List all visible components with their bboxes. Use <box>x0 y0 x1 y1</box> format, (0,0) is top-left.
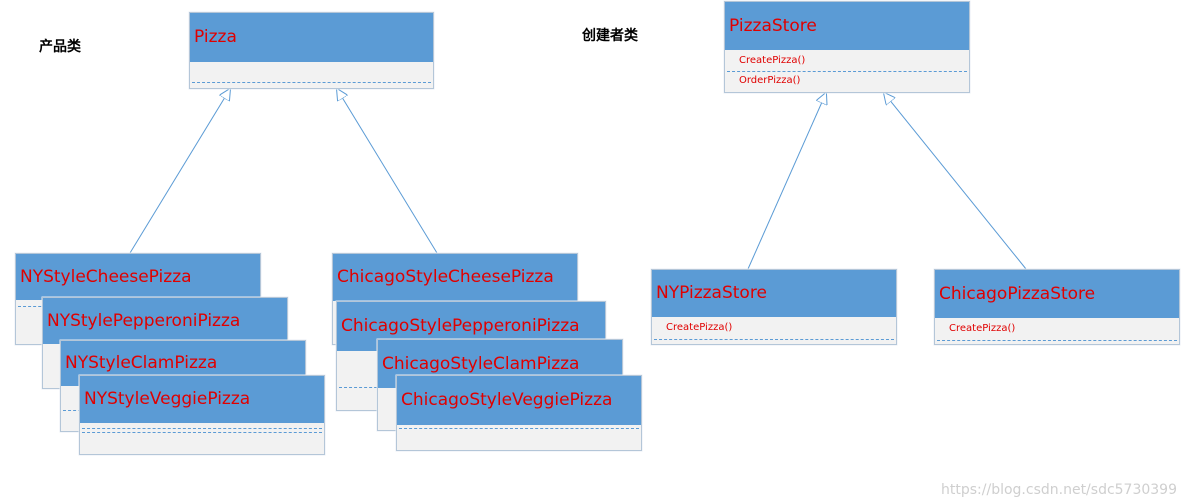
class-ny-pizza-store[interactable]: NYPizzaStore CreatePizza() <box>651 269 897 345</box>
class-ny-veggie-pizza[interactable]: NYStyleVeggiePizza <box>79 375 325 455</box>
class-name: NYStyleCheesePizza <box>16 254 260 300</box>
method-create-pizza: CreatePizza() <box>949 323 1016 334</box>
product-heading: 产品类 <box>39 39 81 55</box>
class-chicago-veggie-pizza[interactable]: ChicagoStyleVeggiePizza <box>396 375 642 451</box>
class-name: PizzaStore <box>725 2 969 50</box>
member-divider <box>937 340 1177 341</box>
edge-chicagostore-to-pizzastore <box>884 93 1027 270</box>
member-divider <box>82 432 322 433</box>
class-name: ChicagoPizzaStore <box>935 270 1179 318</box>
member-divider <box>727 71 967 72</box>
class-chicago-pizza-store[interactable]: ChicagoPizzaStore CreatePizza() <box>934 269 1180 345</box>
class-name: ChicagoStyleVeggiePizza <box>397 376 641 425</box>
member-divider <box>82 428 322 429</box>
class-name: ChicagoStyleCheesePizza <box>333 254 577 301</box>
class-name: NYPizzaStore <box>652 270 896 317</box>
method-order-pizza: OrderPizza() <box>739 75 801 86</box>
watermark-text: https://blog.csdn.net/sdc5730399 <box>941 482 1177 498</box>
method-create-pizza: CreatePizza() <box>666 322 733 333</box>
member-divider <box>654 339 894 340</box>
creator-heading: 创建者类 <box>582 28 638 44</box>
method-create-pizza: CreatePizza() <box>739 55 806 66</box>
class-name: Pizza <box>190 13 433 62</box>
edge-chicagocheese-to-pizza <box>337 89 438 254</box>
edge-nystore-to-pizzastore <box>747 93 826 270</box>
class-name: NYStylePepperoniPizza <box>43 298 287 344</box>
edge-nycheese-to-pizza <box>129 89 230 254</box>
class-pizza[interactable]: Pizza <box>189 12 434 89</box>
class-name: NYStyleVeggiePizza <box>80 376 324 423</box>
member-divider <box>192 82 431 83</box>
member-divider <box>399 428 639 429</box>
class-pizza-store[interactable]: PizzaStore CreatePizza() OrderPizza() <box>724 1 970 93</box>
